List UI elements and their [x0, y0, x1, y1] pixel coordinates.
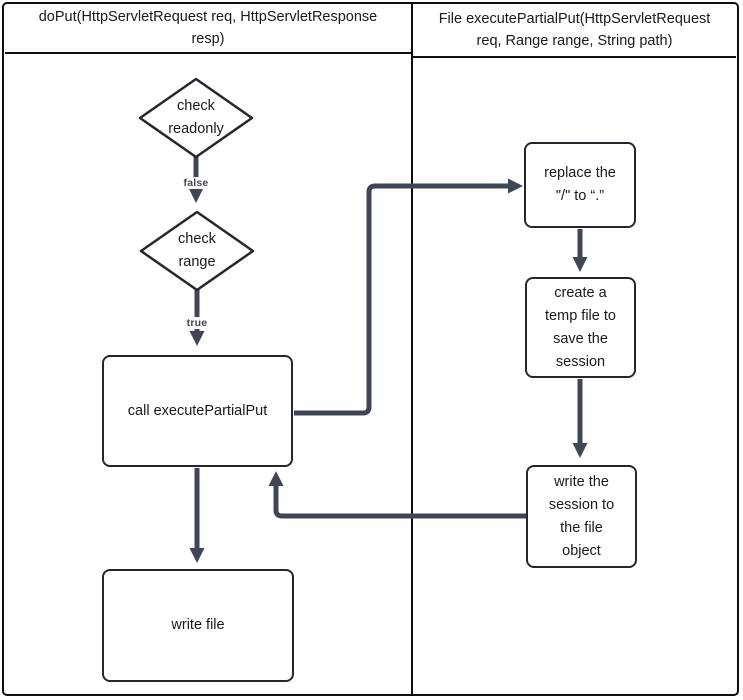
decision-check-readonly-label: check readonly	[168, 98, 224, 137]
lane-header-doput: doPut(HttpServletRequest req, HttpServle…	[5, 4, 411, 54]
process-write-file: write file	[102, 569, 294, 682]
lane-divider	[411, 3, 413, 695]
lane-title: File executePartialPut(HttpServletReques…	[438, 10, 711, 49]
process-write-session: write the session to the file object	[526, 465, 637, 568]
process-call-executepartialput: call executePartialPut	[102, 355, 293, 467]
edge-label-false: false	[180, 177, 212, 189]
process-replace-slash: replace the "/" to “.”	[524, 142, 636, 228]
lane-title: doPut(HttpServletRequest req, HttpServle…	[38, 8, 378, 47]
lane-header-executepartialput: File executePartialPut(HttpServletReques…	[413, 4, 736, 58]
edge-label-true: true	[183, 317, 211, 329]
process-create-temp-file: create a temp file to save the session	[525, 277, 636, 378]
decision-check-range-label: check range	[178, 231, 216, 270]
